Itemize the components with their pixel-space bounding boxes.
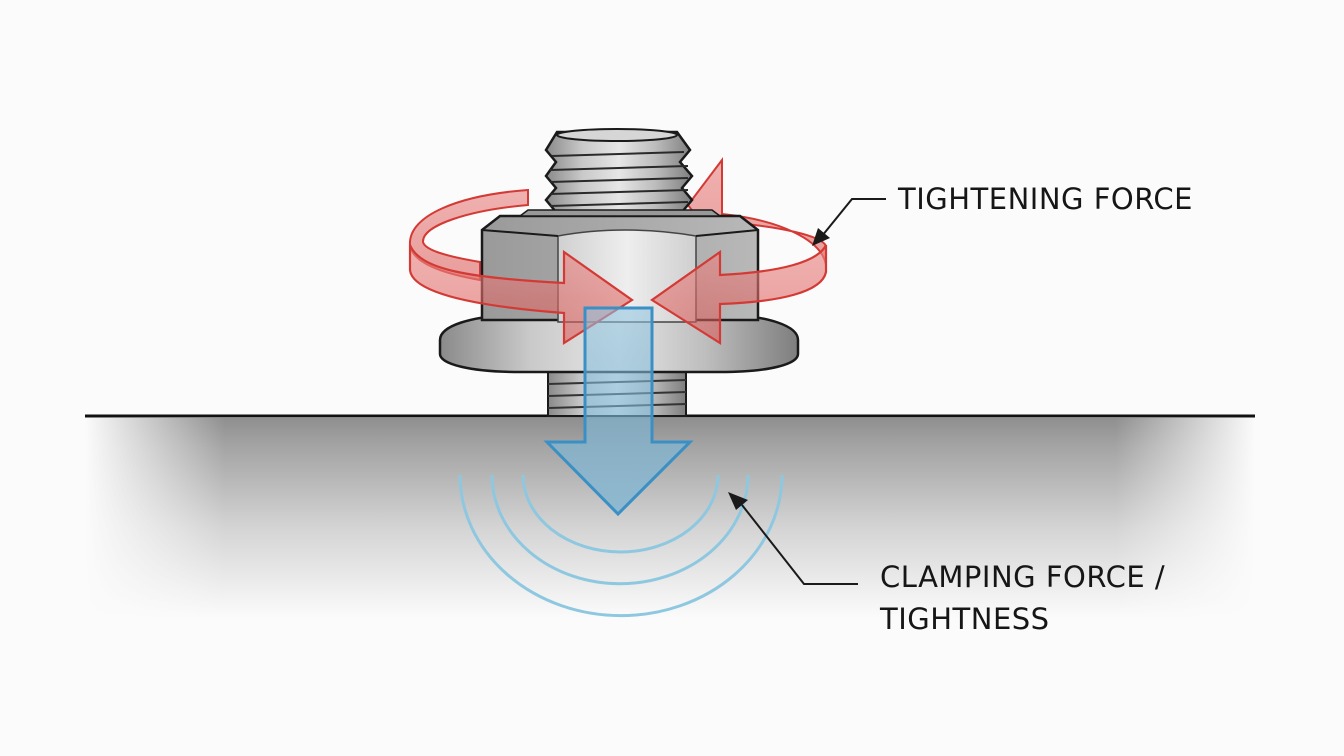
clamping-force-label: CLAMPING FORCE / TIGHTNESS xyxy=(880,556,1165,640)
clamping-arrow xyxy=(543,306,694,517)
tightening-force-label: TIGHTENING FORCE xyxy=(898,182,1193,216)
pressure-waves xyxy=(458,474,784,618)
tightening-arrow-front xyxy=(408,244,828,345)
pressure-wave-inner xyxy=(521,474,720,554)
clamping-leader xyxy=(728,492,858,585)
pressure-wave-middle xyxy=(490,474,750,586)
clamping-leader-arrowhead xyxy=(728,492,748,510)
clamping-force-label-line2: TIGHTNESS xyxy=(880,602,1050,636)
pressure-wave-outer xyxy=(458,474,784,618)
tightening-leader xyxy=(812,198,886,246)
bolt-upper-threads xyxy=(542,128,694,224)
clamping-force-label-line1: CLAMPING FORCE / xyxy=(880,560,1166,594)
tightening-leader-arrowhead xyxy=(812,228,830,246)
